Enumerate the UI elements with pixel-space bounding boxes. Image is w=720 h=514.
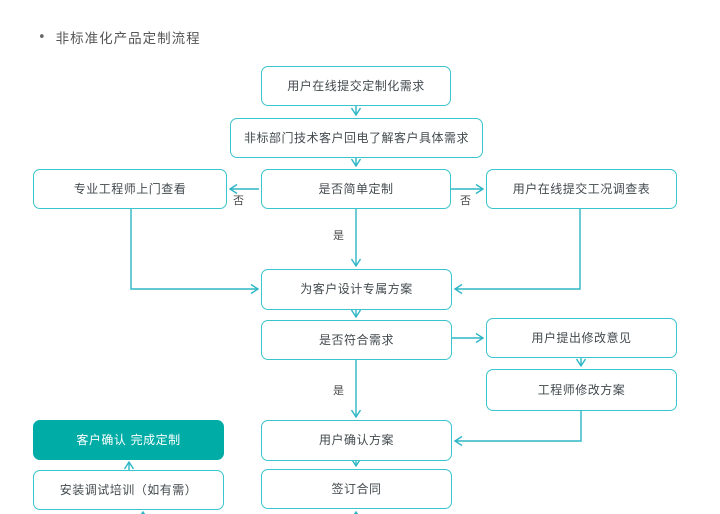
- flow-node-install-training: 安装调试培训（如有需）: [33, 470, 224, 510]
- flow-edge-visit-to-design: [130, 209, 260, 295]
- flow-node-submit-demand: 用户在线提交定制化需求: [261, 66, 451, 106]
- flow-node-engineer-visit: 专业工程师上门查看: [33, 169, 227, 209]
- flow-node-survey-form: 用户在线提交工况调查表: [486, 169, 677, 209]
- flow-edge-survey-to-design: [453, 209, 581, 295]
- flow-node-simple-custom: 是否简单定制: [261, 169, 451, 209]
- flow-node-callback: 非标部门技术客户回电了解客户具体需求: [230, 118, 483, 158]
- flow-node-sign-contract: 签订合同: [261, 469, 452, 509]
- page-title-text: 非标准化产品定制流程: [55, 31, 201, 47]
- flow-node-user-feedback: 用户提出修改意见: [486, 318, 677, 358]
- flow-node-engineer-modify: 工程师修改方案: [486, 369, 677, 411]
- flow-node-design-plan: 为客户设计专属方案: [261, 269, 452, 310]
- flow-edges: [123, 106, 587, 514]
- flow-node-confirm-plan: 用户确认方案: [261, 420, 452, 461]
- flow-node-meets-demand: 是否符合需求: [261, 320, 452, 360]
- flow-edge-modify-to-confirm: [453, 411, 582, 447]
- page-title: • 非标准化产品定制流程: [38, 27, 201, 48]
- flow-node-custom-done: 客户确认 完成定制: [33, 420, 224, 460]
- bullet-icon: •: [38, 29, 47, 45]
